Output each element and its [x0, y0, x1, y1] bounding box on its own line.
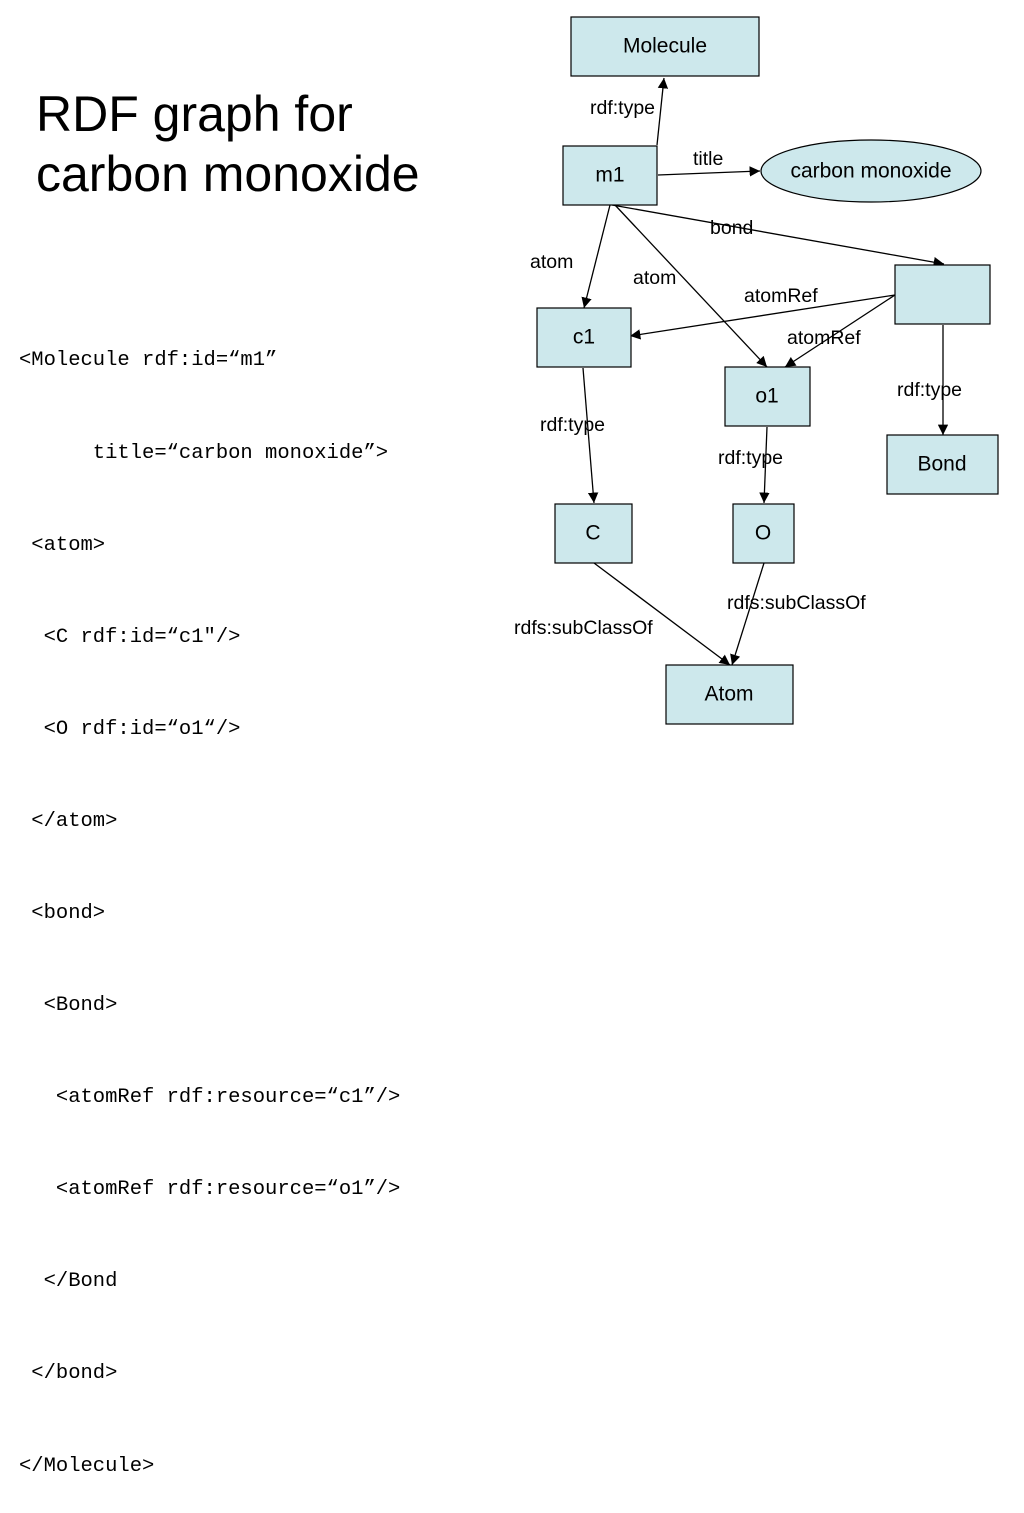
code-line: <O rdf:id=“o1“/> [19, 717, 241, 741]
node-o-class-label: O [755, 522, 771, 545]
node-c-class: C [554, 503, 633, 564]
slide-title-line-1: RDF graph for [36, 86, 353, 142]
edge-o1-type [759, 426, 770, 504]
edge-m1-atom-o1 [614, 204, 768, 368]
code-line: <atom> [19, 533, 106, 557]
code-line: <atomRef rdf:resource=“c1”/> [19, 1086, 401, 1110]
node-m1-label: m1 [595, 164, 624, 187]
node-o1: o1 [724, 366, 811, 427]
edge-label-m1-bond: bond [710, 217, 753, 239]
node-c-class-label: C [585, 522, 600, 545]
code-line: </Bond [19, 1270, 118, 1294]
edge-bond-atomref-c1 [629, 294, 896, 340]
node-bond-class-label: Bond [917, 453, 966, 476]
node-c1-label: c1 [573, 326, 595, 349]
edge-label-m1-type: rdf:type [590, 97, 655, 119]
code-line: </atom> [19, 809, 118, 833]
node-o1-label: o1 [755, 385, 778, 408]
node-bond-blank [894, 264, 991, 325]
code-line: title=“carbon monoxide”> [19, 441, 389, 465]
node-carbon-monoxide-label: carbon monoxide [790, 160, 951, 183]
edge-label-m1-atom-c1: atom [530, 251, 573, 273]
rdf-graph-diagram: Molecule m1 carbon monoxide c1 o1 Bond C… [514, 16, 999, 725]
code-line: </bond> [19, 1362, 118, 1386]
slide-title-line-2: carbon monoxide [36, 146, 420, 202]
node-bond-class: Bond [886, 434, 999, 495]
slide-title: RDF graph for carbon monoxide [36, 84, 506, 204]
node-o-class: O [732, 503, 795, 564]
code-line: <atomRef rdf:resource=“o1”/> [19, 1178, 401, 1202]
edge-label-c-subclass: rdfs:subClassOf [514, 617, 653, 639]
code-line: </Molecule> [19, 1454, 155, 1478]
node-atom-class: Atom [665, 664, 794, 725]
edge-bond-atomref-o1 [784, 294, 896, 368]
edge-label-bond-atomref-c1: atomRef [744, 285, 818, 307]
edge-label-o1-type: rdf:type [718, 447, 783, 469]
code-line: <C rdf:id=“c1"/> [19, 625, 241, 649]
node-molecule-label: Molecule [623, 35, 707, 58]
edge-c1-type [582, 367, 599, 504]
code-line: <bond> [19, 901, 106, 925]
node-m1: m1 [562, 145, 658, 206]
edge-o-subclass [730, 562, 765, 666]
code-line: <Bond> [19, 994, 118, 1018]
edge-label-m1-atom-o1: atom [633, 267, 676, 289]
edge-label-bond-type: rdf:type [897, 379, 962, 401]
node-carbon-monoxide: carbon monoxide [760, 139, 982, 203]
edge-label-c1-type: rdf:type [540, 414, 605, 436]
edge-c-subclass [593, 562, 731, 666]
edge-label-m1-title: title [693, 148, 723, 170]
edge-m1-title [657, 166, 761, 177]
edge-m1-bond [611, 204, 945, 268]
node-molecule: Molecule [570, 16, 760, 77]
edge-m1-atom-c1 [581, 204, 611, 309]
node-c1: c1 [536, 307, 632, 368]
edge-label-o-subclass: rdfs:subClassOf [727, 592, 866, 614]
node-atom-class-label: Atom [704, 683, 753, 706]
code-line: <Molecule rdf:id=“m1” [19, 349, 278, 373]
edge-m1-type-molecule [656, 77, 669, 146]
edge-label-bond-atomref-o1: atomRef [787, 327, 861, 349]
